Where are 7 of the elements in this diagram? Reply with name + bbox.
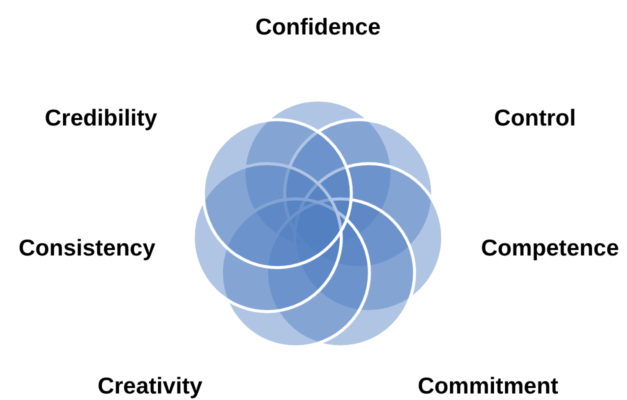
label: Competence (480, 236, 620, 260)
label: Credibility (44, 106, 158, 130)
label: Control (494, 106, 576, 130)
label: Commitment (418, 374, 558, 398)
label: Confidence (255, 16, 381, 38)
label: Consistency (18, 236, 156, 260)
label: Creativity (98, 374, 202, 398)
